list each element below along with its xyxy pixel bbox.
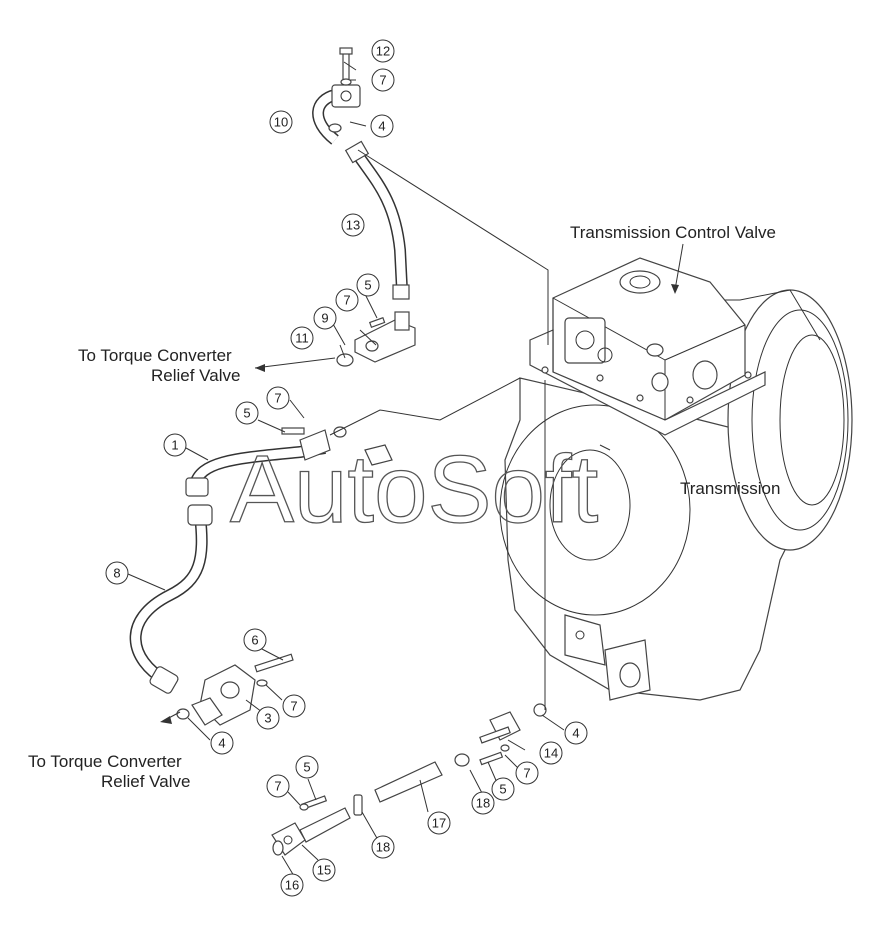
flange-3-block [176,653,294,726]
callout-3: 3 [256,706,280,730]
flange-14-block [454,703,547,767]
label-to-torque-converter-2: To Torque Converter [28,752,182,771]
svg-text:5: 5 [364,278,371,293]
callout-12: 12 [371,39,395,63]
label-relief-valve-2: Relief Valve [101,772,190,791]
callout-7: 7 [371,68,395,92]
callout-5: 5 [356,273,380,297]
svg-text:7: 7 [379,73,386,88]
callout-9: 9 [313,306,337,330]
lower-port-block [564,614,651,701]
callout-11: 11 [290,326,314,350]
callout-13: 13 [341,213,365,237]
callout-5: 5 [491,777,515,801]
callout-1: 1 [163,433,187,457]
callout-15: 15 [312,858,336,882]
svg-text:15: 15 [317,863,331,878]
svg-text:9: 9 [321,311,328,326]
svg-text:14: 14 [544,746,558,761]
callout-14: 14 [539,741,563,765]
svg-text:5: 5 [499,782,506,797]
svg-text:12: 12 [376,44,390,59]
callout-4: 4 [370,114,394,138]
tube-1 [185,442,326,497]
tube-15 [299,807,351,843]
svg-text:13: 13 [346,218,360,233]
callout-10: 10 [269,110,293,134]
flange-1-block [281,426,393,466]
callout-6: 6 [243,628,267,652]
leader-lines [127,61,684,877]
callout-5: 5 [235,401,259,425]
callout-17: 17 [427,811,451,835]
label-to-torque-converter-1: To Torque Converter [78,346,232,365]
flange-15-block [271,794,363,856]
svg-text:7: 7 [523,766,530,781]
svg-text:5: 5 [243,406,250,421]
callout-8: 8 [105,561,129,585]
tube-10 [312,89,339,145]
svg-text:4: 4 [378,119,385,134]
svg-text:6: 6 [251,633,258,648]
callout-7: 7 [282,694,306,718]
watermark-text: AutoSoft [230,436,598,543]
svg-text:7: 7 [274,779,281,794]
svg-text:4: 4 [218,736,225,751]
label-transmission: Transmission [680,479,780,498]
svg-text:8: 8 [113,566,120,581]
callout-4: 4 [564,721,588,745]
hose-8 [129,504,213,694]
flange-9-block [336,311,416,367]
svg-text:1: 1 [171,438,178,453]
callout-7: 7 [266,774,290,798]
svg-text:7: 7 [343,293,350,308]
label-transmission-control-valve: Transmission Control Valve [570,223,776,242]
callout-4: 4 [210,731,234,755]
svg-text:10: 10 [274,115,288,130]
transmission-control-valve [529,257,766,436]
svg-text:7: 7 [274,391,281,406]
callout-7: 7 [335,288,359,312]
svg-text:4: 4 [572,726,579,741]
svg-text:7: 7 [290,699,297,714]
callout-7: 7 [266,386,290,410]
svg-text:18: 18 [476,796,490,811]
callout-18: 18 [471,791,495,815]
svg-text:16: 16 [285,878,299,893]
callout-16: 16 [280,873,304,897]
callout-5: 5 [295,755,319,779]
callout-7: 7 [515,761,539,785]
svg-text:3: 3 [264,711,271,726]
callout-18: 18 [371,835,395,859]
hose-13 [344,140,410,300]
svg-text:5: 5 [303,760,310,775]
tube-17 [374,761,443,803]
flange-12-block [328,47,361,133]
svg-text:11: 11 [295,331,309,346]
svg-text:17: 17 [432,816,446,831]
svg-text:18: 18 [376,840,390,855]
label-relief-valve-1: Relief Valve [151,366,240,385]
